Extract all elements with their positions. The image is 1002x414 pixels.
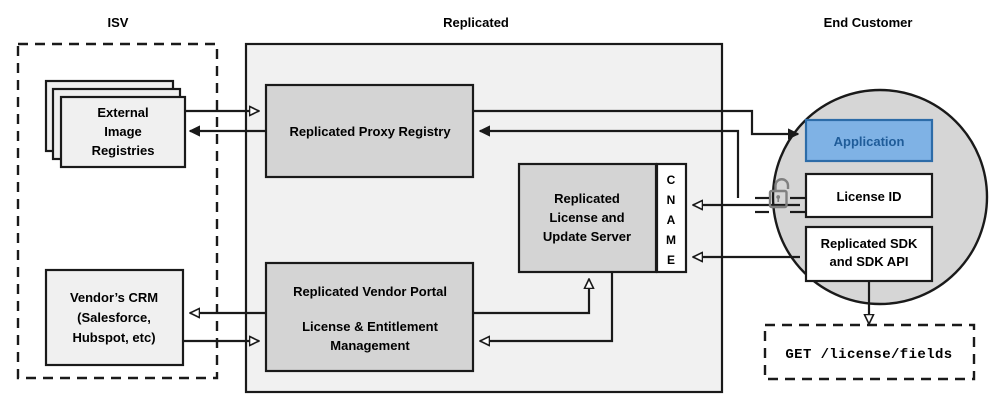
node-replicated-proxy-registry[interactable]: Replicated Proxy Registry: [264, 83, 475, 179]
zone-label-isv: ISV: [108, 15, 129, 30]
cname-letter-0: C: [667, 173, 676, 187]
node-replicated-license-update-server[interactable]: Replicated License and Update Server: [517, 162, 658, 274]
node-api-call[interactable]: GET /license/fields: [763, 323, 976, 381]
connector-application-to-proxy: [480, 131, 740, 198]
replicated-sdk-line1: Replicated SDK: [821, 236, 918, 251]
replicated-sdk-line2: and SDK API: [830, 254, 909, 269]
replicated-proxy-registry-label: Replicated Proxy Registry: [289, 124, 451, 139]
zone-label-replicated: Replicated: [443, 15, 509, 30]
vendors-crm-line2: (Salesforce,: [77, 310, 151, 325]
node-replicated-vendor-portal[interactable]: Replicated Vendor Portal License & Entit…: [264, 261, 475, 373]
node-replicated-sdk[interactable]: Replicated SDK and SDK API: [804, 225, 934, 283]
vendors-crm-line1: Vendor’s CRM: [70, 290, 158, 305]
cname-letter-1: N: [667, 193, 676, 207]
external-image-registries-line2: Image: [104, 124, 142, 139]
vendors-crm-line3: Hubspot, etc): [72, 330, 155, 345]
connector-vendor-portal-to-license-server: [473, 279, 589, 315]
unlock-icon: [755, 178, 806, 214]
node-cname-strip[interactable]: C N A M E: [655, 162, 688, 274]
vendor-portal-line3: Management: [330, 338, 410, 353]
node-application[interactable]: Application: [804, 118, 934, 163]
cname-letter-3: M: [666, 233, 676, 247]
license-id-label: License ID: [836, 189, 901, 204]
license-update-server-line1: Replicated: [554, 191, 620, 206]
connector-license-server-to-vendor-portal: [480, 272, 614, 341]
license-update-server-line2: License and: [549, 210, 624, 225]
application-label: Application: [834, 134, 905, 149]
node-vendors-crm[interactable]: Vendor’s CRM (Salesforce, Hubspot, etc): [44, 268, 185, 367]
cname-letter-4: E: [667, 253, 675, 267]
vendor-portal-line2: License & Entitlement: [302, 319, 438, 334]
zone-label-end-customer: End Customer: [824, 15, 913, 30]
connector-proxy-to-application: [473, 109, 798, 134]
api-call-label: GET /license/fields: [785, 347, 952, 363]
external-image-registries-line1: External: [97, 105, 148, 120]
external-image-registries-line3: Registries: [92, 143, 155, 158]
node-license-id[interactable]: License ID: [804, 172, 934, 219]
isv-boundary: [16, 42, 219, 380]
vendor-portal-line1: Replicated Vendor Portal: [293, 284, 447, 299]
cname-letter-2: A: [667, 213, 676, 227]
node-external-image-registries[interactable]: External Image Registries: [44, 79, 187, 169]
license-update-server-line3: Update Server: [543, 229, 631, 244]
